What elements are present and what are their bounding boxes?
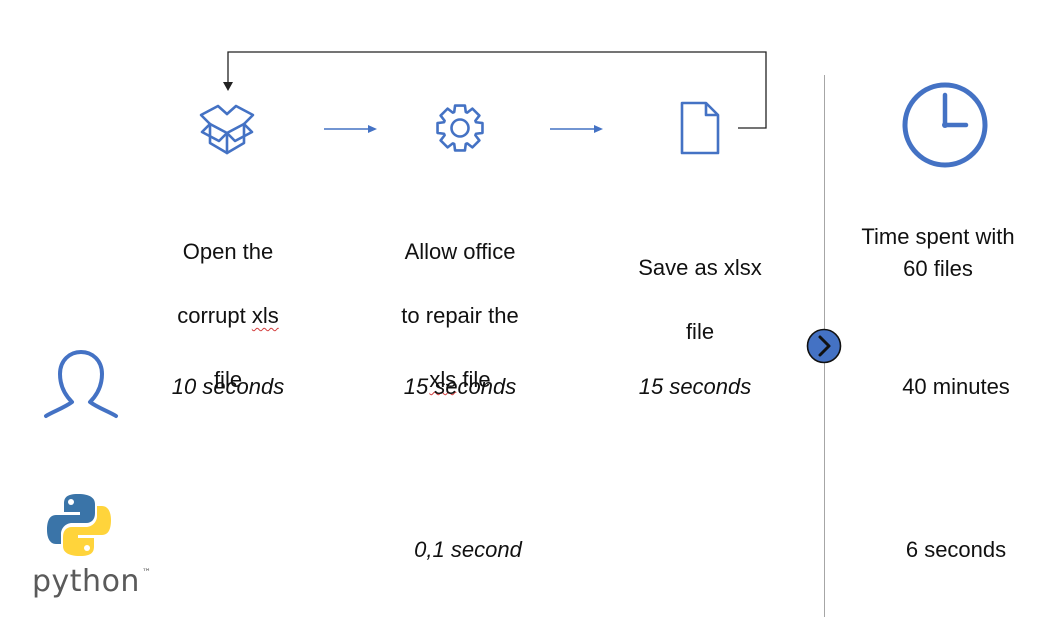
summary-label: Time spent with 60 files bbox=[861, 224, 1015, 281]
clock-icon bbox=[902, 82, 988, 168]
gear-icon bbox=[436, 104, 484, 152]
python-time-total: 6 seconds bbox=[905, 537, 1007, 562]
flow-arrow-2 bbox=[550, 125, 603, 133]
step-3-label: Save as xlsx file bbox=[638, 255, 762, 344]
human-time-total: 40 minutes bbox=[902, 374, 1010, 399]
flow-arrow-1 bbox=[324, 125, 377, 133]
human-time-step-3: 15 seconds bbox=[638, 374, 752, 399]
python-time-step-2: 0,1 second bbox=[414, 537, 522, 562]
python-logo-icon bbox=[47, 494, 111, 556]
step-2-label: Allow office to repair the xls file bbox=[401, 239, 519, 392]
box-icon bbox=[199, 104, 255, 155]
step-1-label: Open the corrupt xls file bbox=[177, 239, 279, 392]
human-time-step-2: 15 seconds bbox=[403, 374, 517, 399]
person-icon bbox=[44, 350, 118, 418]
chevron-right-icon bbox=[806, 328, 842, 364]
document-icon bbox=[680, 101, 720, 155]
human-time-step-1: 10 seconds bbox=[171, 374, 285, 399]
